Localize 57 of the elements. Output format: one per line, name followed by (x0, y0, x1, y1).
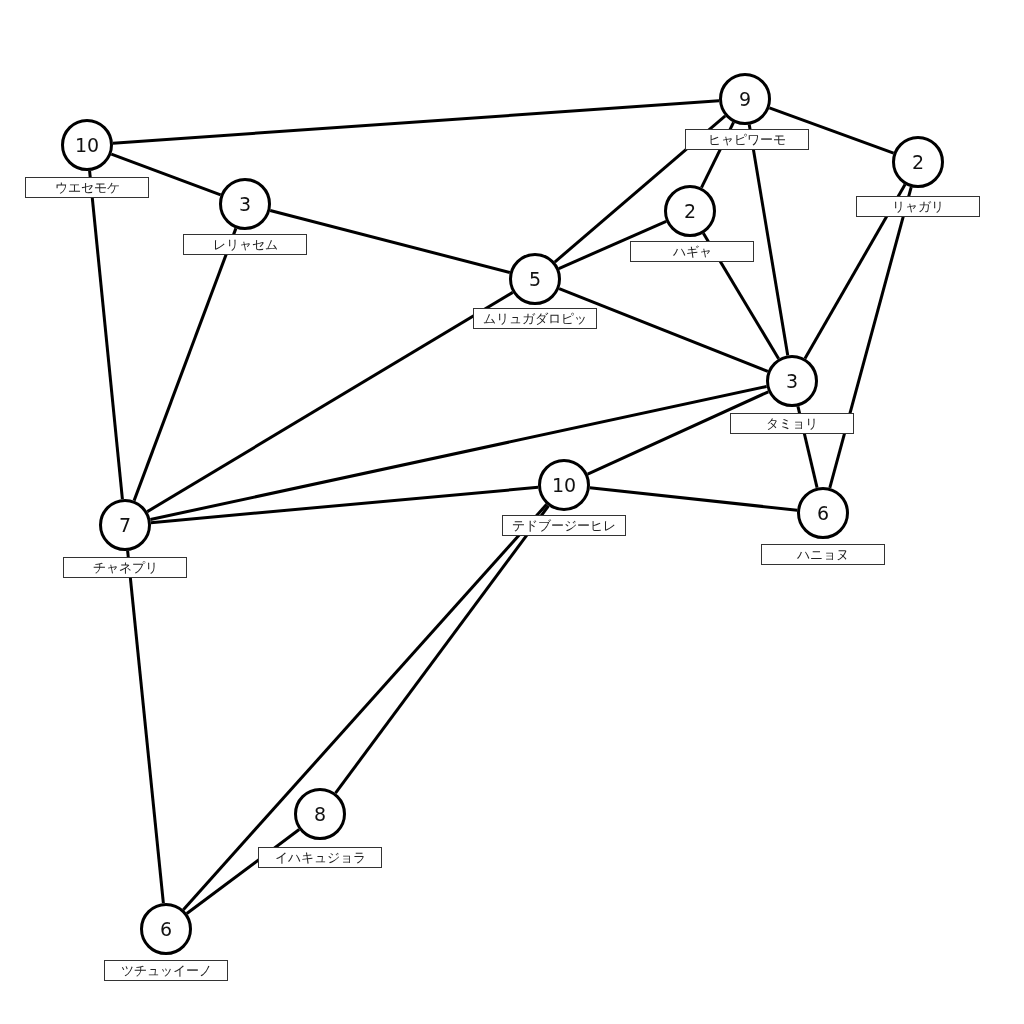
node-circle (766, 355, 818, 407)
connector-line (112, 99, 720, 145)
node-circle (538, 459, 590, 511)
node-number: 3 (238, 193, 252, 215)
connector-line (126, 550, 165, 904)
node-number: 2 (683, 200, 697, 222)
connector-line (150, 385, 767, 521)
connector-line (587, 390, 769, 476)
node-circle (797, 487, 849, 539)
connector-line (558, 220, 667, 270)
connector-line (553, 114, 727, 264)
connector-line (110, 152, 222, 197)
connector-line (150, 485, 539, 525)
name-label: レリャセム (183, 234, 307, 255)
node-number: 3 (785, 370, 799, 392)
node-circle (61, 119, 113, 171)
name-label: テドブージーヒレ (502, 515, 626, 536)
name-label: チャネプリ (63, 557, 187, 578)
name-label: タミョリ (730, 413, 854, 434)
node-number: 10 (551, 474, 577, 496)
name-label: リャガリ (856, 196, 980, 217)
node-circle (664, 185, 716, 237)
node-number: 2 (911, 151, 925, 173)
node-number: 6 (816, 502, 830, 524)
connector-line (768, 106, 895, 155)
connector-line (269, 209, 511, 274)
name-label: ムリュガダロピッ (473, 308, 597, 329)
connector-line (132, 227, 238, 502)
connector-line (747, 124, 790, 356)
node-circle (892, 136, 944, 188)
connector-line (558, 287, 769, 373)
connector-line (182, 503, 548, 911)
name-label: イハキュジョラ (258, 847, 382, 868)
name-label: ハニョヌ (761, 544, 885, 565)
node-number: 6 (159, 918, 173, 940)
name-label: ツチュッイーノ (104, 960, 228, 981)
node-circle (294, 788, 346, 840)
name-label: ウエセモケ (25, 177, 149, 198)
name-label: ヒャピワーモ (685, 129, 809, 150)
connector-line (828, 186, 913, 489)
node-number: 9 (738, 88, 752, 110)
node-circle (219, 178, 271, 230)
node-number: 10 (74, 134, 100, 156)
name-label: ハギャ (630, 241, 754, 262)
connector-line (185, 828, 301, 915)
node-circle (140, 903, 192, 955)
connector-line (88, 170, 124, 500)
connector-line (589, 486, 798, 512)
node-number: 8 (313, 803, 327, 825)
connector-line (803, 183, 907, 360)
node-number: 7 (118, 514, 132, 536)
node-number: 5 (528, 268, 542, 290)
node-circle (99, 499, 151, 551)
node-circle (509, 253, 561, 305)
connector-line (334, 505, 550, 794)
node-circle (719, 73, 771, 125)
connector-line (146, 291, 514, 513)
